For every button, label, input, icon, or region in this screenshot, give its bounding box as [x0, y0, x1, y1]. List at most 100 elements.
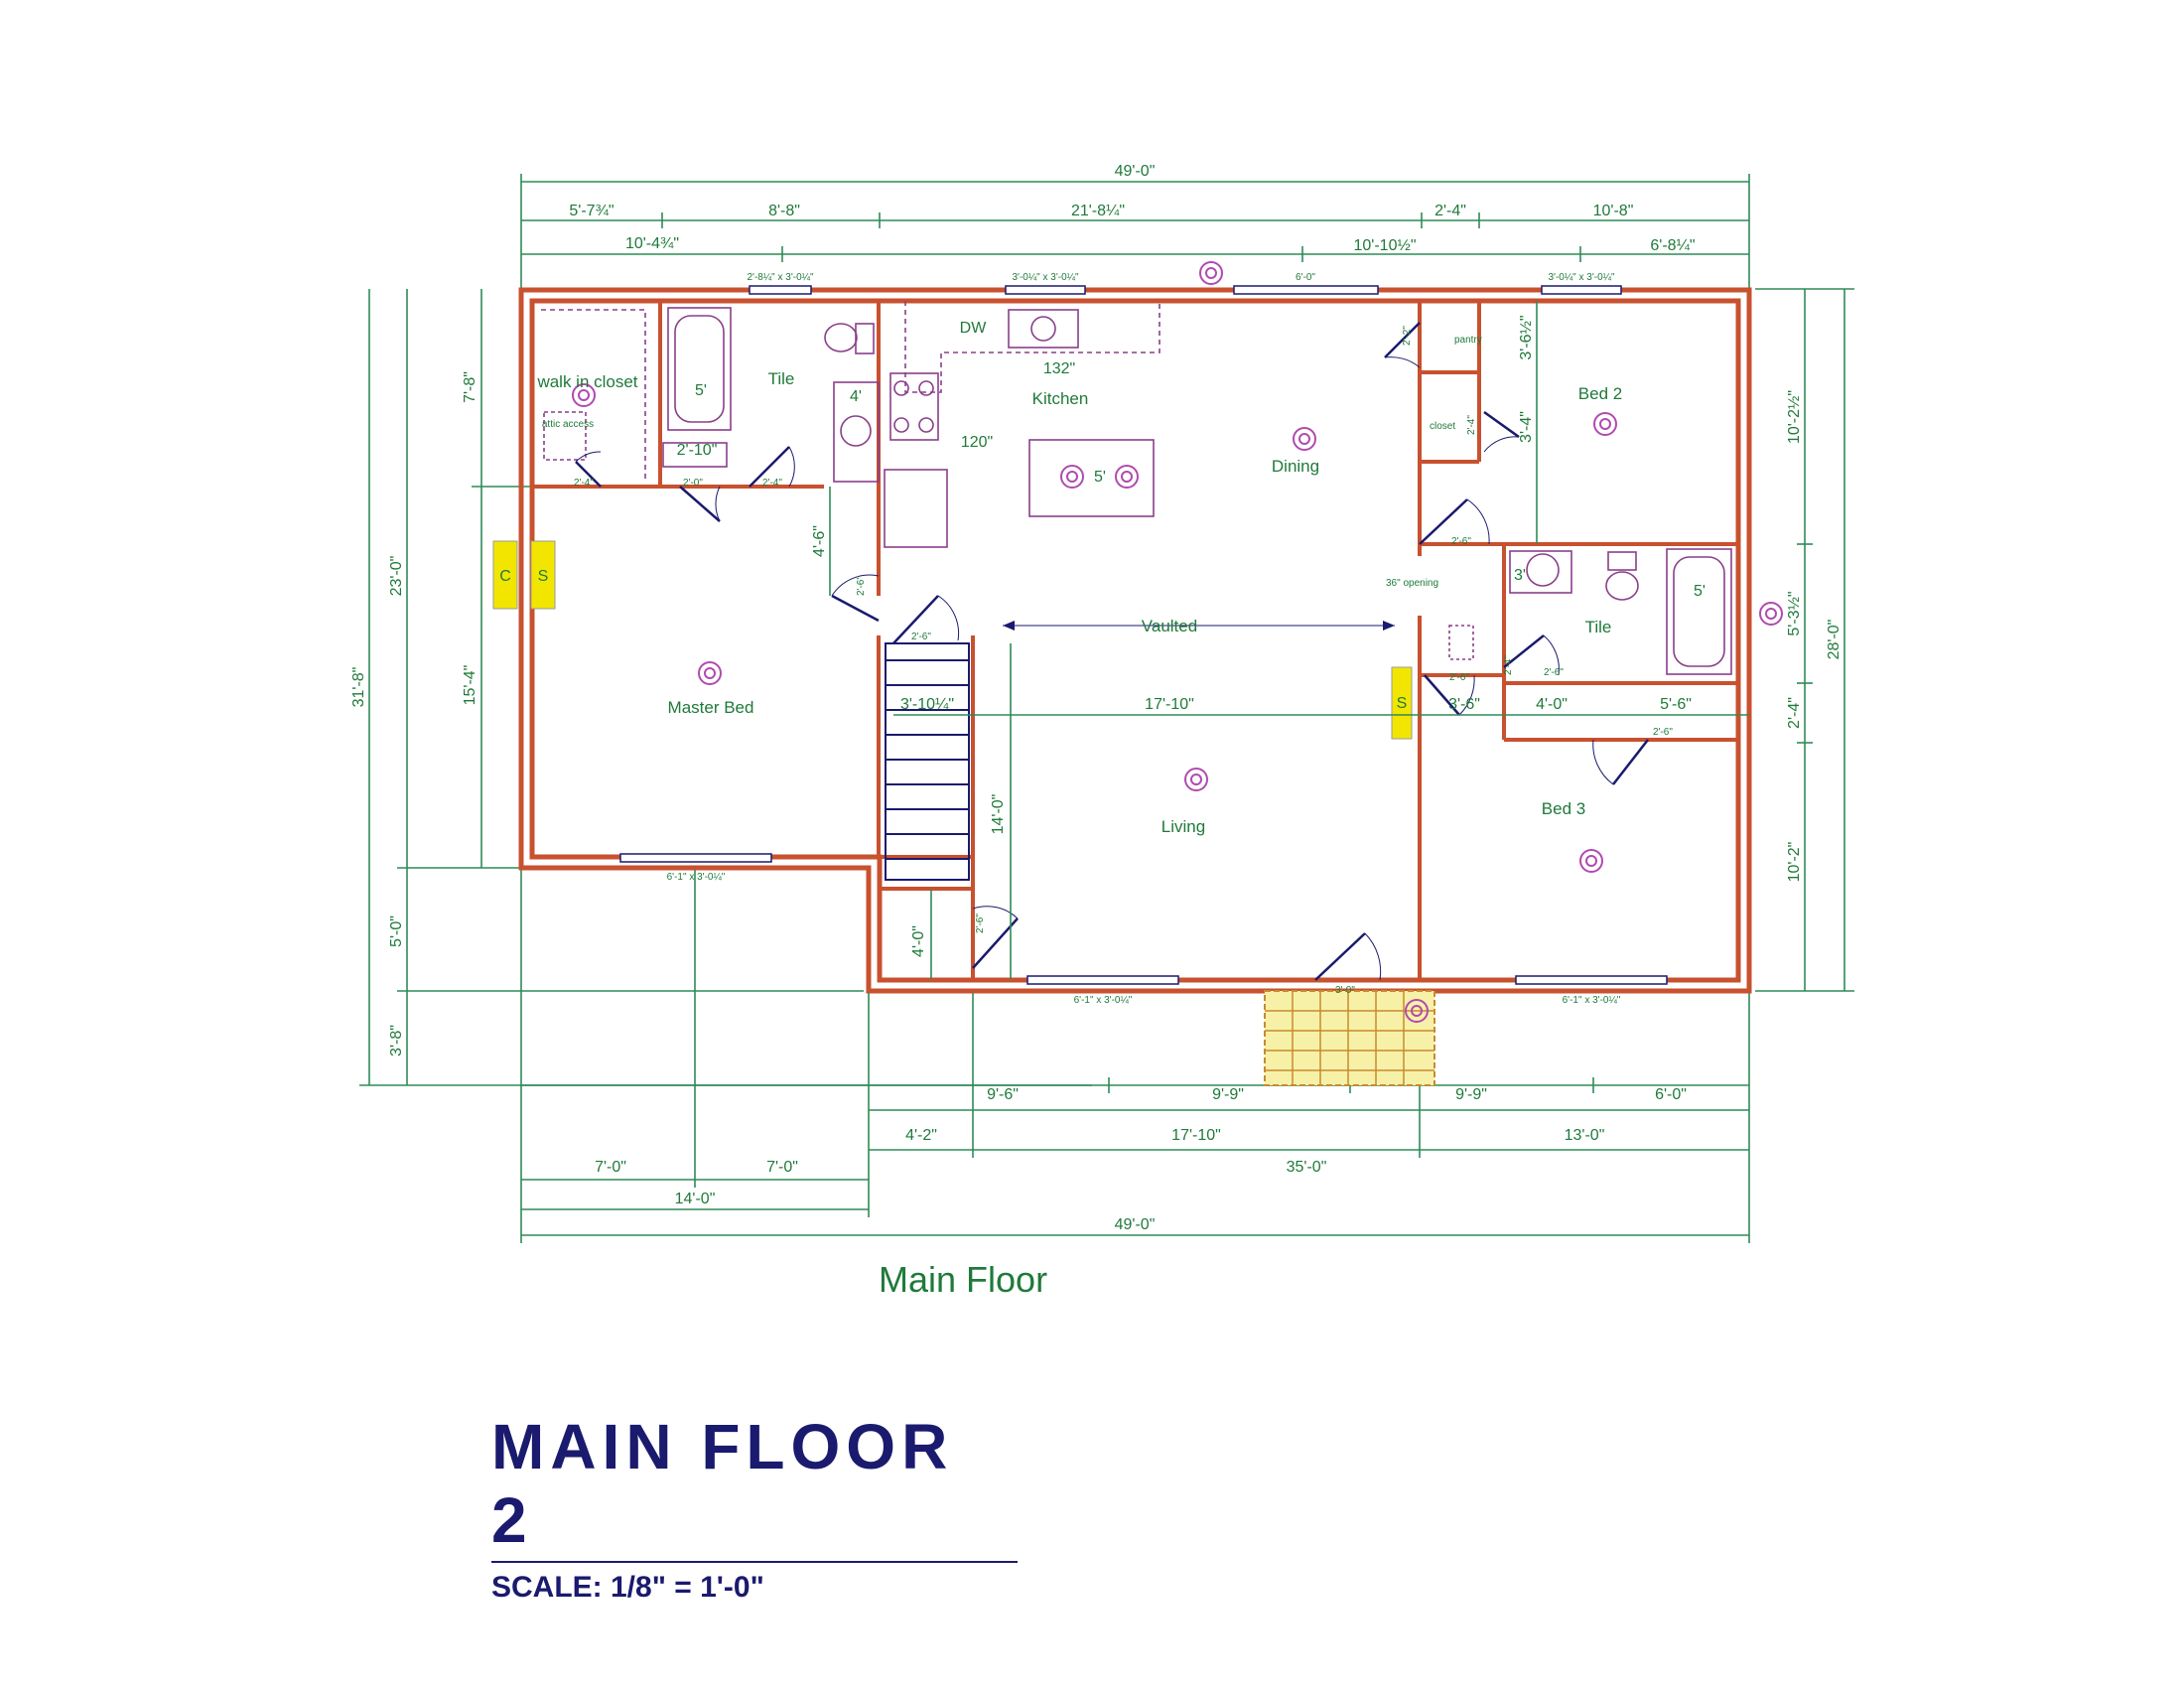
- left-dimension-lines: [359, 289, 1092, 1086]
- window-label: 3'-0¼" x 3'-0¼": [1548, 271, 1615, 283]
- room-label-living: Living: [1161, 817, 1205, 836]
- hall-width-dim: 3'-6": [1448, 696, 1480, 713]
- dishwasher-label: DW: [960, 320, 988, 337]
- tub2-dim: 5': [1694, 583, 1706, 600]
- door-label: 2'-6": [975, 914, 986, 933]
- dim-bottom: 7'-0": [766, 1159, 798, 1176]
- stair-width-dim: 3'-10¼": [900, 696, 954, 713]
- kitchen-depth-dim: 120": [961, 434, 993, 451]
- dim-left-total: 31'-8": [350, 667, 367, 708]
- floor-label: Main Floor: [879, 1259, 1048, 1300]
- exterior-walls: [518, 287, 1752, 994]
- tub1-dim: 5': [695, 382, 707, 399]
- door-label: 3'-0": [1335, 985, 1355, 996]
- dim-bottom: 17'-10": [1171, 1127, 1221, 1144]
- door-label: 2'-4": [1466, 415, 1477, 435]
- window-label: 6'-0": [1296, 272, 1315, 283]
- dim-left: 23'-0": [388, 556, 405, 597]
- room-label-closet2: closet: [1430, 421, 1455, 432]
- windows: [619, 285, 1668, 985]
- dim-left: 3'-8": [388, 1025, 405, 1056]
- marker-s: S: [538, 568, 549, 585]
- pantry-height-dim: 3'-6½": [1518, 315, 1535, 359]
- dim-top: 8'-8": [768, 203, 800, 219]
- window-label: 2'-8¼" x 3'-0¼": [747, 271, 814, 283]
- dim-bottom: 9'-9": [1212, 1086, 1244, 1103]
- dim-top: 2'-4": [1434, 203, 1466, 219]
- dim-bottom: 6'-0": [1655, 1086, 1687, 1103]
- dim-bottom: 35'-0": [1287, 1159, 1327, 1176]
- dim-left: 5'-0": [388, 915, 405, 947]
- closet-height-dim: 3'-4": [1518, 411, 1535, 443]
- interior-walls: [532, 301, 1738, 980]
- vaulted-note: Vaulted: [1142, 617, 1197, 635]
- doors: [575, 322, 1649, 981]
- electrical-markers: [492, 540, 1413, 740]
- ceiling-fixtures: [572, 261, 1783, 1023]
- dim-bottom-total: 49'-0": [1115, 1216, 1156, 1233]
- bed3-closet-dim: 5'-6": [1660, 696, 1692, 713]
- window-label: 6'-1" x 3'-0¼": [667, 871, 726, 883]
- scale-note: SCALE: 1/8" = 1'-0": [491, 1571, 764, 1604]
- fridge-dim: 4': [850, 388, 862, 405]
- door-label: 2'-2": [1402, 326, 1413, 346]
- door-label: 2'-6": [1653, 727, 1673, 738]
- door-label: 2'-6": [911, 632, 931, 642]
- door-label: 2'-4": [762, 478, 782, 489]
- dim-top-total: 49'-0": [1115, 163, 1156, 180]
- bath-depth-dim: 2'-10": [677, 442, 718, 459]
- dim-bottom: 7'-0": [595, 1159, 626, 1176]
- fixtures: [541, 301, 1732, 675]
- dim-bottom: 14'-0": [675, 1191, 716, 1207]
- bottom-dimension-lines: [520, 868, 1750, 1243]
- stair-length-dim: 14'-0": [990, 794, 1007, 835]
- window-label: 6'-1" x 3'-0¼": [1074, 994, 1133, 1006]
- dim-top: 10'-8": [1593, 203, 1634, 219]
- door-label: 2'-4": [1503, 655, 1514, 675]
- dim-right: 10'-2½": [1786, 390, 1803, 444]
- opening-note: 36" opening: [1386, 578, 1438, 589]
- kitchen-width-dim: 132": [1043, 360, 1075, 377]
- marker-c: C: [499, 568, 511, 585]
- living-width-dim: 17'-10": [1145, 696, 1194, 713]
- room-label-attic: attic access: [542, 419, 594, 430]
- dim-left: 15'-4": [462, 665, 478, 706]
- door-label: 2'-4": [574, 478, 594, 489]
- mech-height-dim: 4'-0": [910, 925, 927, 957]
- right-dimension-lines: [1755, 288, 1854, 992]
- door-label: 2'-6": [1544, 667, 1564, 678]
- dim-bottom: 13'-0": [1565, 1127, 1605, 1144]
- interior-dimension-lines: [829, 301, 1749, 979]
- door-label: 2'-0": [683, 478, 703, 489]
- door-label: 2'-6": [856, 576, 867, 596]
- window-label: 3'-0¼" x 3'-0¼": [1012, 271, 1079, 283]
- dim-bottom: 9'-9": [1455, 1086, 1487, 1103]
- dim-top: 10'-4¾": [625, 235, 679, 252]
- window-label: 6'-1" x 3'-0¼": [1563, 994, 1621, 1006]
- top-dimension-lines: [520, 174, 1750, 290]
- sheet-title: MAIN FLOOR 2: [491, 1410, 1018, 1563]
- stairs: [885, 642, 970, 881]
- bath2-width-dim: 4'-0": [1536, 696, 1568, 713]
- dim-top: 6'-8¼": [1650, 237, 1695, 254]
- door-label: 2'-6": [1451, 536, 1471, 547]
- door-label: 2'-6": [1449, 672, 1469, 683]
- vanity2-dim: 3': [1514, 567, 1526, 584]
- dim-bottom: 4'-2": [905, 1127, 937, 1144]
- room-label-kitchen: Kitchen: [1032, 389, 1089, 408]
- dim-top: 5'-7¾": [569, 203, 614, 219]
- dim-right: 5'-3½": [1786, 591, 1803, 635]
- room-label-master: Master Bed: [668, 698, 754, 717]
- hall-height-dim: 4'-6": [811, 525, 828, 557]
- dim-top: 21'-8¼": [1071, 203, 1125, 219]
- room-label-pantry: pantry: [1454, 335, 1482, 346]
- dim-right: 10'-2": [1786, 842, 1803, 883]
- room-label-bed3: Bed 3: [1542, 799, 1585, 818]
- room-label-bath2: Tile: [1585, 618, 1612, 636]
- room-label-dining: Dining: [1272, 457, 1319, 476]
- room-label-bath1: Tile: [768, 369, 795, 388]
- dim-right: 2'-4": [1786, 697, 1803, 729]
- dim-right-total: 28'-0": [1826, 620, 1843, 660]
- room-label-closet: walk in closet: [536, 372, 637, 391]
